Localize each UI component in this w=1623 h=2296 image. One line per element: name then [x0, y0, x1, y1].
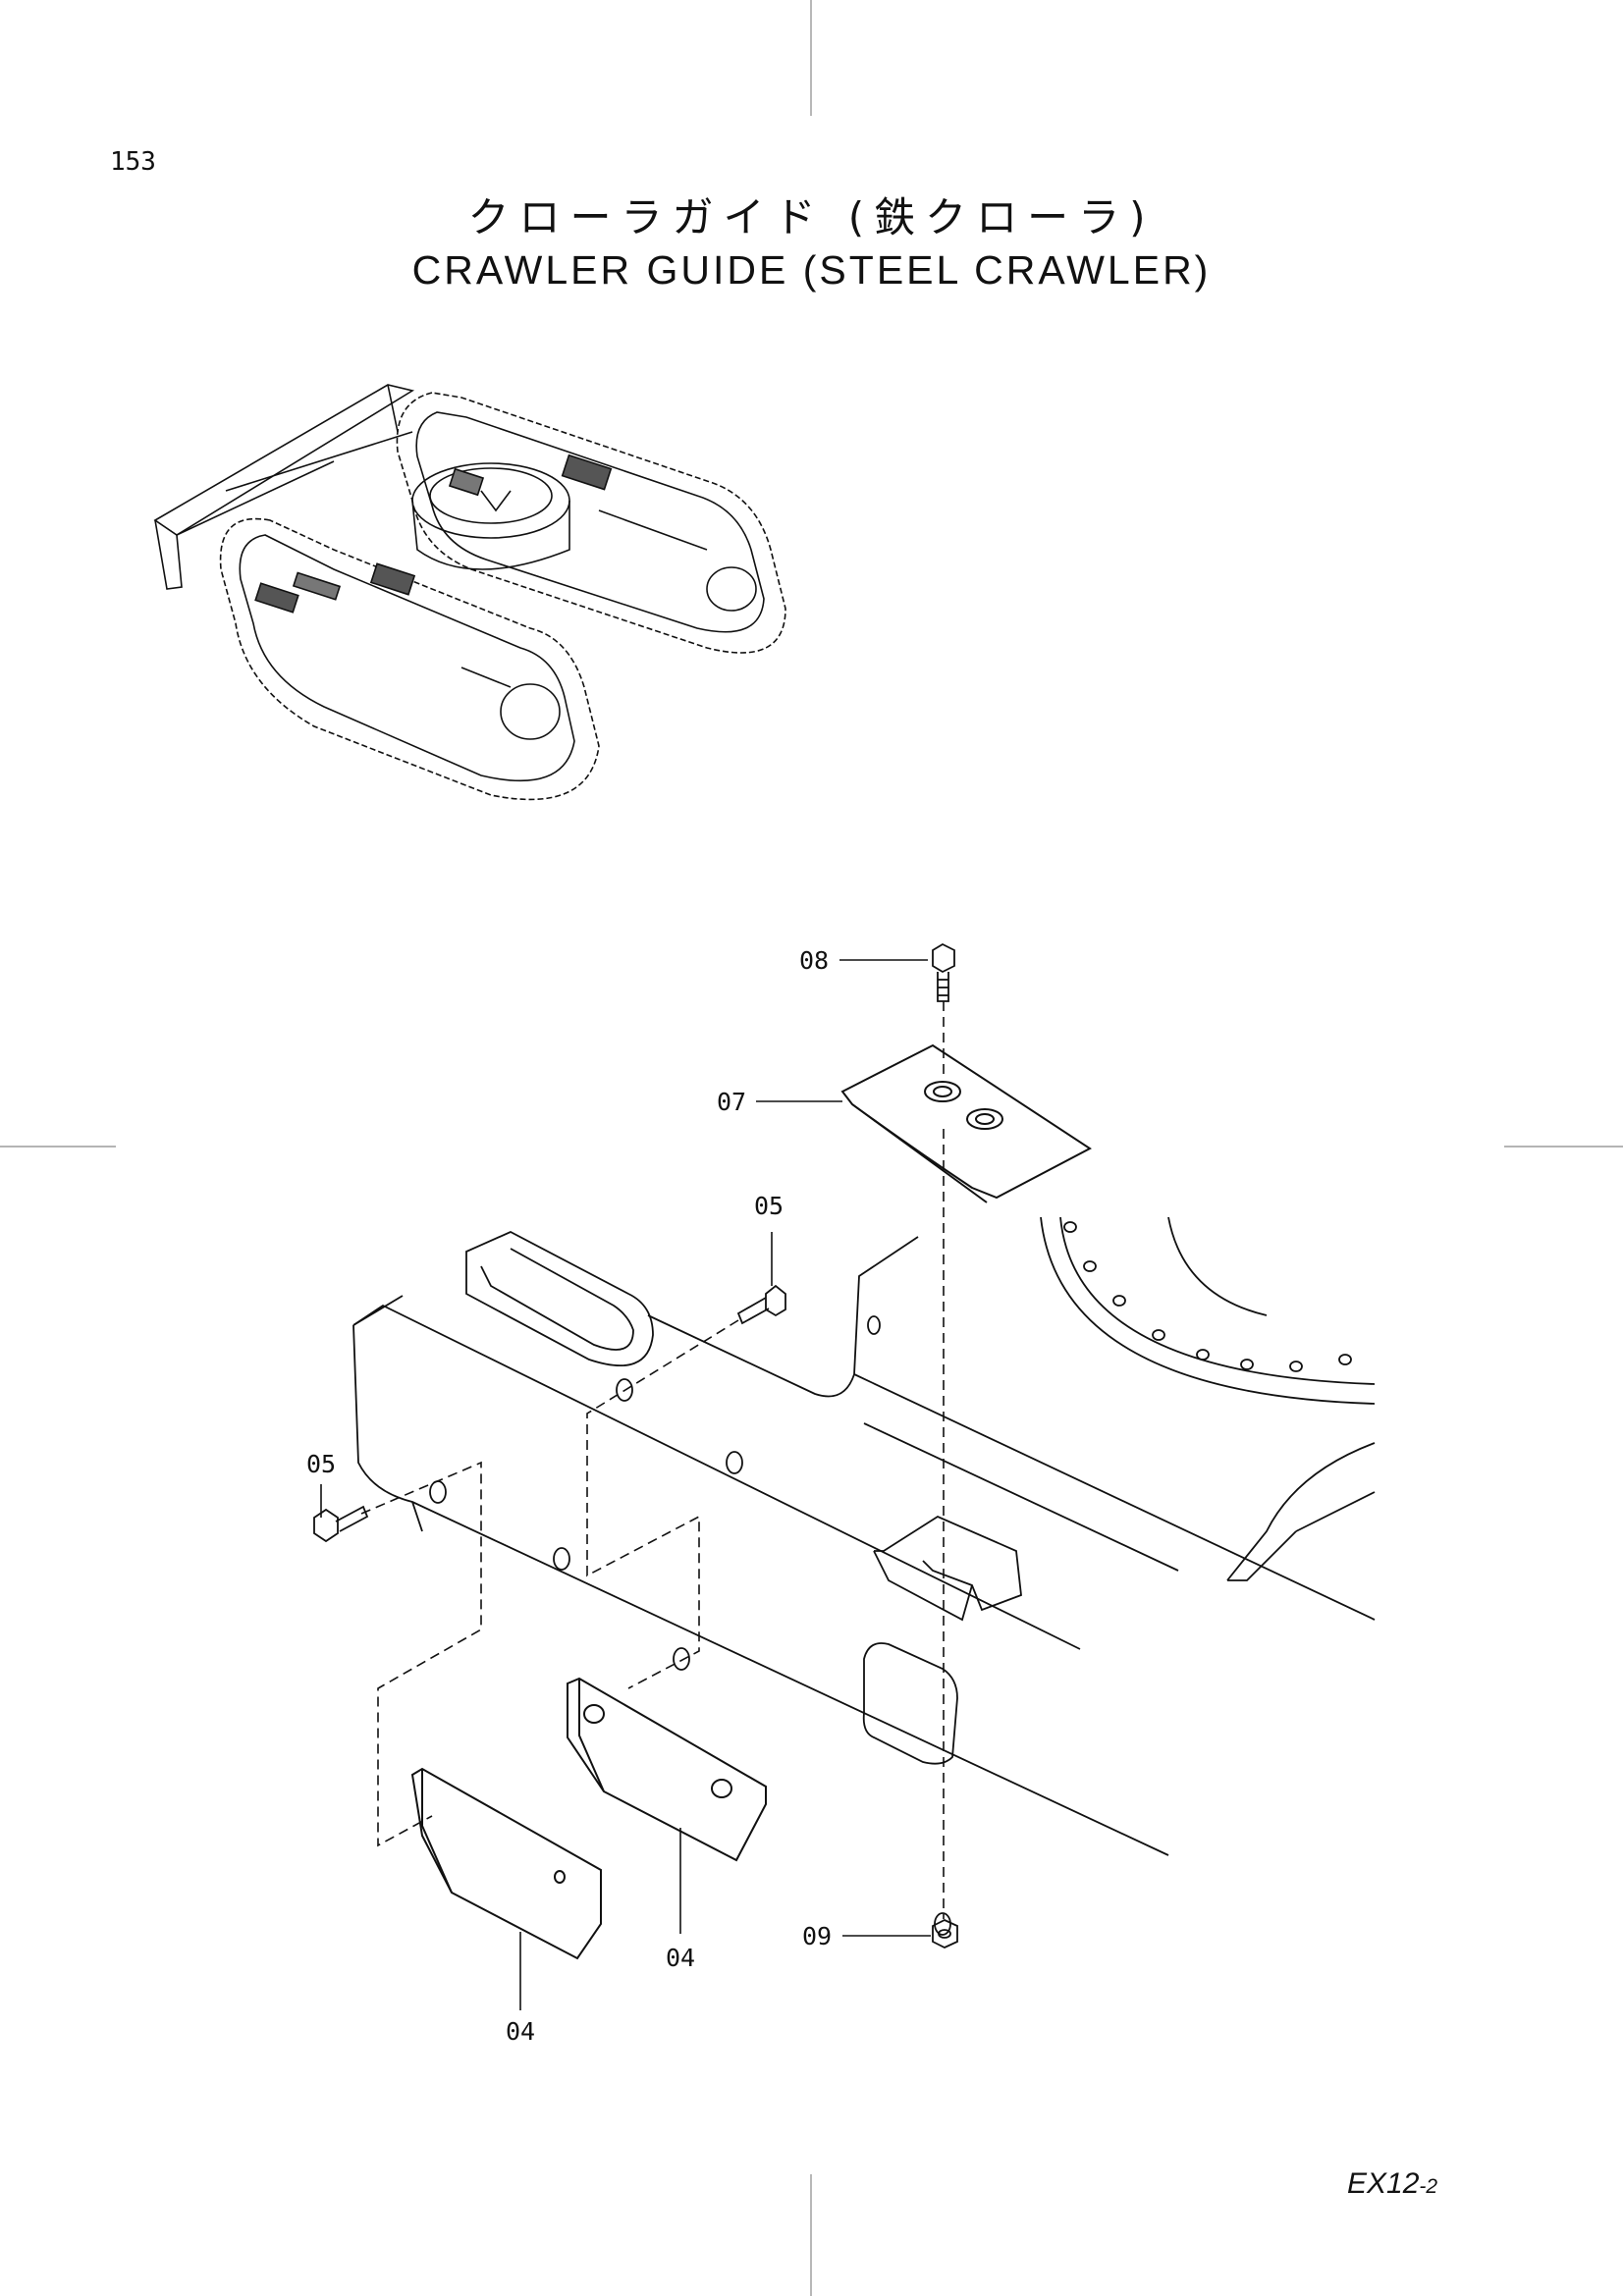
- callout-05-upper: 05: [754, 1192, 784, 1220]
- document-code: EX12-2: [1347, 2167, 1437, 2201]
- part-05-bolt-upper: [736, 1284, 786, 1325]
- document-code-main: EX12: [1347, 2167, 1420, 2200]
- part-08-bolt: [932, 942, 955, 1002]
- page-number: 153: [110, 147, 156, 177]
- part-07-plate: [840, 1043, 1092, 1203]
- part-09-nut: [932, 1919, 958, 1949]
- document-code-suffix: -2: [1419, 2175, 1438, 2198]
- callout-08: 08: [799, 946, 829, 975]
- leader-lines: [320, 959, 931, 2010]
- overview-illustration: [153, 384, 786, 801]
- part-04-guide-lower: [410, 1767, 602, 1960]
- title-japanese: クローラガイド (鉄クローラ): [467, 193, 1156, 241]
- callout-07: 07: [717, 1088, 746, 1116]
- callout-09: 09: [802, 1922, 832, 1950]
- title-english: CRAWLER GUIDE (STEEL CRAWLER): [411, 247, 1212, 293]
- part-05-bolt-lower: [313, 1505, 369, 1543]
- part-04-guide-upper: [567, 1677, 767, 1862]
- callout-04-lower: 04: [506, 2017, 535, 2046]
- callout-04-upper: 04: [666, 1944, 695, 1972]
- track-frame: [352, 1216, 1376, 1936]
- assembly-lines: [360, 1001, 945, 1919]
- callout-05-lower: 05: [306, 1450, 336, 1478]
